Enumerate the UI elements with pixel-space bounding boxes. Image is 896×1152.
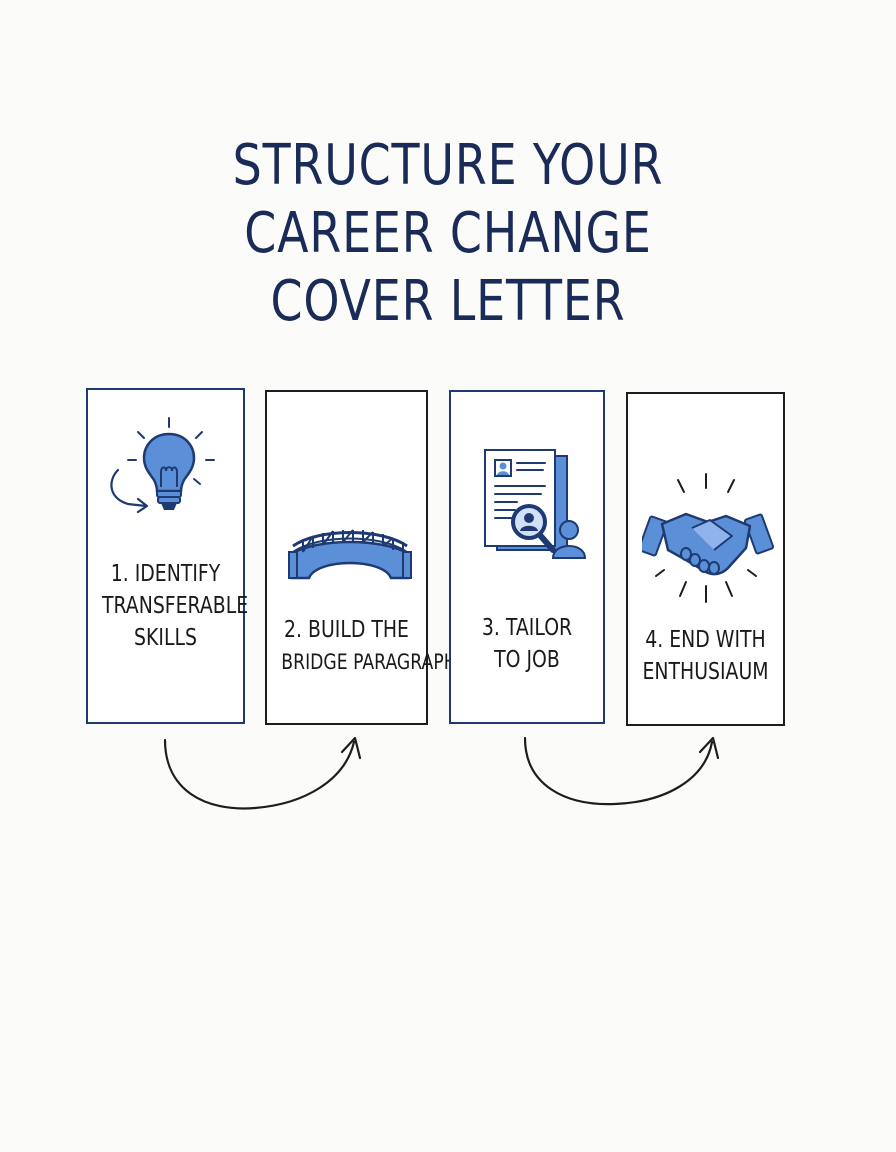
step-card-3: 3. TAILOR TO JOB: [449, 390, 605, 724]
step-label-1: 1. IDENTIFY TRANSFERABLE SKILLS: [101, 558, 249, 654]
step-1-line-2: TRANSFERABLE: [101, 593, 249, 619]
page-title: STRUCTURE YOUR CAREER CHANGE COVER LETTE…: [81, 132, 816, 336]
step-card-2: 2. BUILD THE BRIDGE PARAGRAPH: [265, 390, 457, 725]
title-line-2: CAREER CHANGE: [244, 201, 652, 266]
step-1-line-1: 1. IDENTIFY: [110, 561, 221, 587]
step-2-line-1: 2. BUILD THE: [284, 617, 409, 643]
step-4-line-1: 4. END WITH: [645, 627, 766, 653]
resume-search-icon: [484, 449, 587, 559]
step-card-1: 1. IDENTIFY TRANSFERABLE SKILLS: [86, 388, 249, 724]
lightbulb-icon: [110, 417, 215, 514]
step-label-3: 3. TAILOR TO JOB: [465, 612, 590, 676]
step-label-4: 4. END WITH ENTHUSIAUM: [642, 624, 769, 688]
handshake-icon: [642, 473, 774, 603]
step-card-4: 4. END WITH ENTHUSIAUM: [626, 392, 785, 726]
title-line-3: COVER LETTER: [270, 269, 626, 334]
title-line-1: STRUCTURE YOUR: [232, 133, 664, 198]
step-4-line-2: ENTHUSIAUM: [642, 659, 769, 685]
step-1-line-3: SKILLS: [134, 625, 197, 651]
bridge-icon: [288, 529, 412, 580]
step-3-line-2: TO JOB: [494, 647, 560, 673]
step-3-line-1: 3. TAILOR: [481, 615, 573, 641]
